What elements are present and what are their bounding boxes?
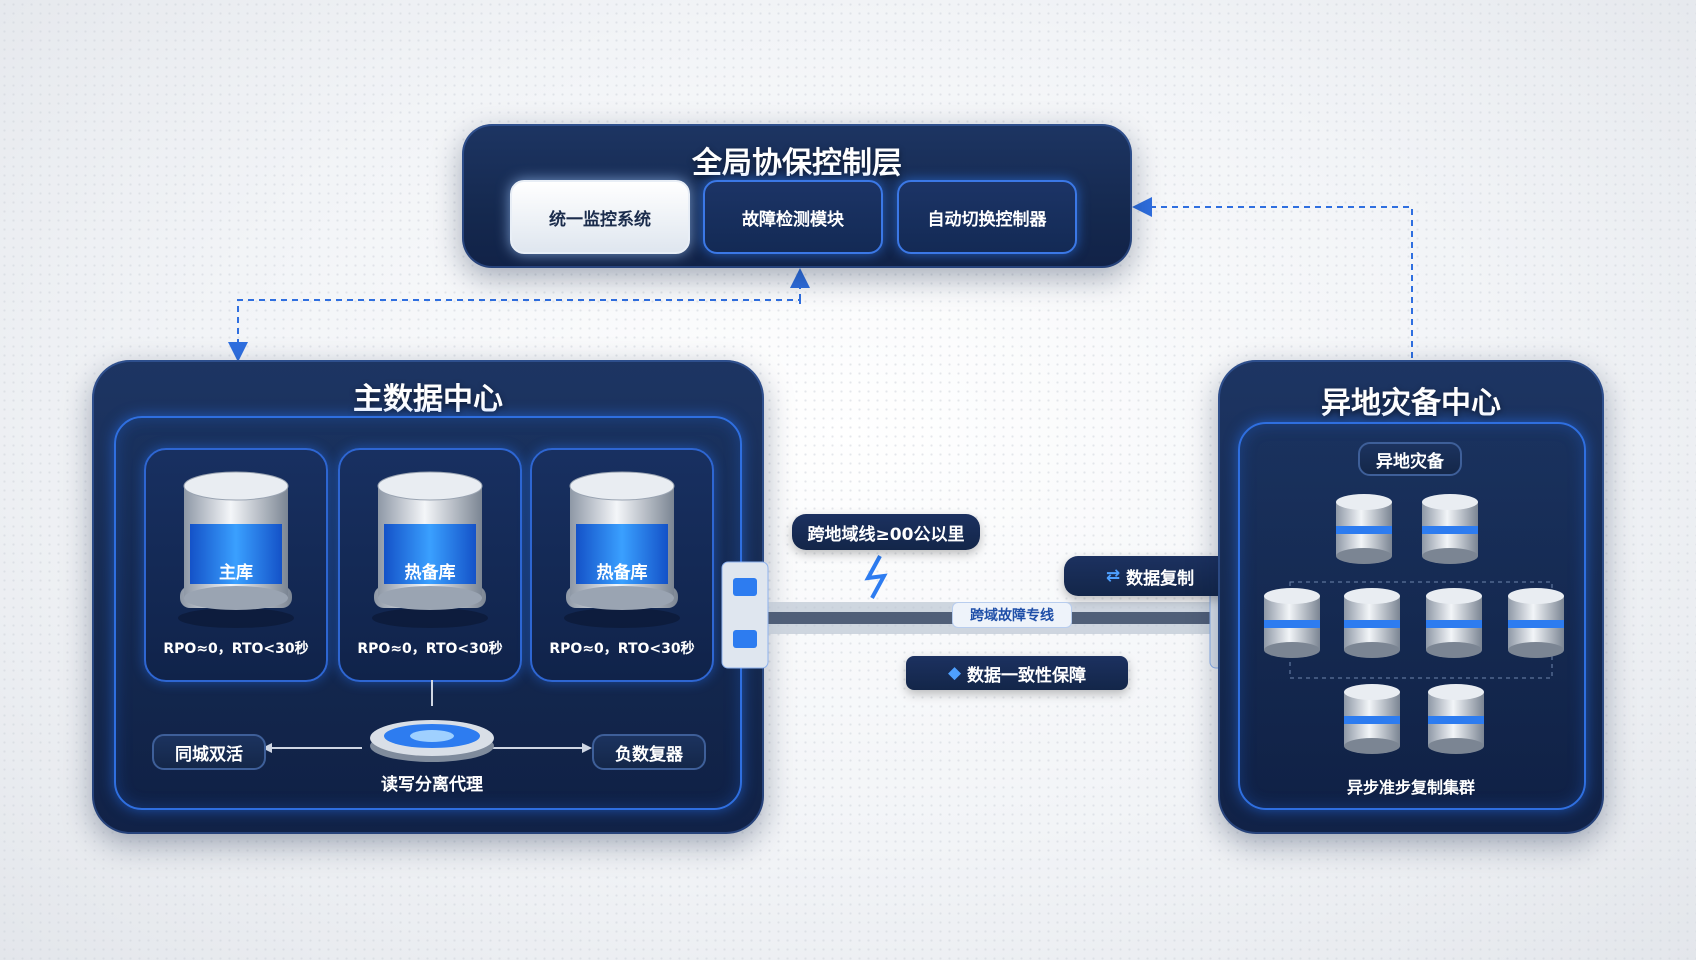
replication-label: 数据复制 xyxy=(1126,568,1195,589)
tag-load-balancer[interactable]: 负数复器 xyxy=(592,734,706,770)
db-card-hot-standby-1[interactable]: 热备库 RPO≈0，RTO<30秒 xyxy=(338,448,522,682)
dr-db-1 xyxy=(1336,494,1392,564)
connector-dr-to-control xyxy=(1132,197,1413,358)
db-label-main: 主库 xyxy=(219,563,253,583)
db-caption-main: RPO≈0，RTO<30秒 xyxy=(163,641,309,657)
dr-db-3 xyxy=(1264,588,1320,658)
monitor-system-button[interactable]: 统一监控系统 xyxy=(510,180,690,254)
auto-switch-button[interactable]: 自动切换控制器 xyxy=(897,180,1077,254)
consistency-pill: ◆ 数据一致性保障 xyxy=(906,656,1128,690)
dr-db-5 xyxy=(1426,588,1482,658)
proxy-label: 读写分离代理 xyxy=(381,775,483,795)
distance-pill: 跨地域线≥00公以里 xyxy=(792,514,980,550)
connector-primary-to-control xyxy=(228,299,801,362)
dr-db-8 xyxy=(1428,684,1484,754)
sync-icon: ⇄ xyxy=(1105,566,1121,586)
primary-dc-title: 主数据中心 xyxy=(353,382,503,417)
database-icon xyxy=(564,471,680,628)
dr-db-7 xyxy=(1344,684,1400,754)
dr-db-2 xyxy=(1422,494,1478,564)
db-caption-hot-standby-1: RPO≈0，RTO<30秒 xyxy=(357,641,503,657)
shield-icon: ◆ xyxy=(947,663,962,683)
tag-same-city-active[interactable]: 同城双活 xyxy=(152,734,266,770)
db-card-hot-standby-2[interactable]: 热备库 RPO≈0，RTO<30秒 xyxy=(530,448,714,682)
dedicated-line-label: 跨域故障专线 xyxy=(952,602,1072,628)
dr-footer-label: 异步准步复制集群 xyxy=(1346,778,1475,797)
consistency-label: 数据一致性保障 xyxy=(967,665,1087,686)
control-layer-title: 全局协保控制层 xyxy=(692,146,902,181)
dr-badge: 异地灾备 xyxy=(1358,442,1462,476)
db-caption-hot-standby-2: RPO≈0，RTO<30秒 xyxy=(549,641,695,657)
proxy-connectors xyxy=(262,680,592,753)
dr-db-6 xyxy=(1508,588,1564,658)
dr-database-cluster xyxy=(1264,494,1564,754)
db-label-hot-standby-2: 热备库 xyxy=(596,563,648,583)
dr-db-4 xyxy=(1344,588,1400,658)
replication-pill: ⇄ 数据复制 xyxy=(1064,556,1236,596)
proxy-icon xyxy=(370,720,494,762)
control-layer-panel: 全局协保控制层 统一监控系统 故障检测模块 自动切换控制器 xyxy=(462,124,1132,268)
dr-dc-panel: 异地灾备中心 异地灾备 异步准步复制集群 xyxy=(1218,360,1604,834)
fault-detection-button[interactable]: 故障检测模块 xyxy=(703,180,883,254)
dr-dc-title: 异地灾备中心 xyxy=(1321,386,1501,421)
database-icon xyxy=(372,471,488,628)
lightning-icon xyxy=(864,555,888,599)
database-icon xyxy=(178,471,294,628)
db-card-main[interactable]: 主库 RPO≈0，RTO<30秒 xyxy=(144,448,328,682)
db-label-hot-standby-1: 热备库 xyxy=(404,563,456,583)
primary-dc-panel: 主数据中心 主库 RPO≈0，RTO<30秒 热备库 RPO≈0，R xyxy=(92,360,764,834)
